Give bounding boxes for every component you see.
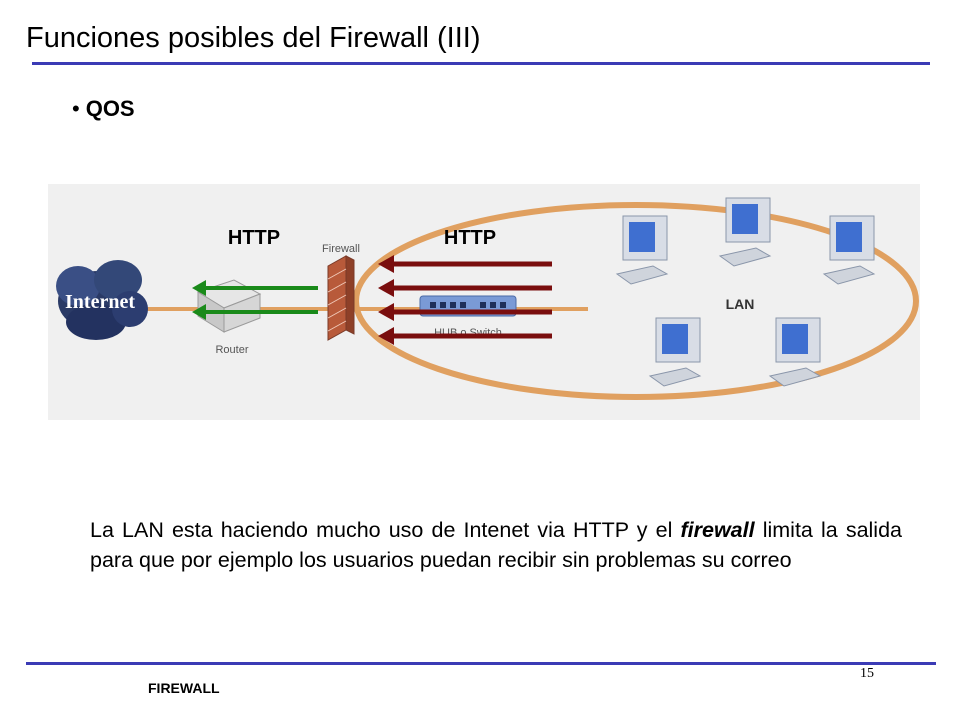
title-divider [32,62,930,65]
bullet-label: QOS [85,96,135,121]
slide-title: Funciones posibles del Firewall (III) [26,22,481,54]
lan-computer-icon [648,317,702,387]
internet-label: Internet [65,291,135,313]
body-text-emphasis: firewall [680,518,755,542]
lan-ring [353,202,919,400]
firewall-label: Firewall [322,243,360,255]
network-diagram-canvas: Internet Router Firewall [56,197,919,400]
allowed-traffic-arrow [192,280,318,296]
lan-computer-icon [822,215,876,285]
outgoing-traffic-arrow [378,327,552,345]
allowed-traffic-arrow [192,304,318,320]
bullet-item-qos: •QOS [72,96,135,122]
page-number: 15 [860,666,874,681]
outgoing-traffic-arrow [378,255,552,273]
lan-computer-icon [768,317,822,387]
footer-label: FIREWALL [148,680,220,696]
network-diagram: Internet Router Firewall [48,184,920,420]
body-text-part2: limita la salida para que por ejemplo lo… [90,518,902,572]
footer-divider [26,662,936,665]
outgoing-traffic-arrow [378,279,552,297]
switch-icon: HUB o Switch [419,295,517,339]
router-label: Router [215,344,248,356]
bullet-dot-icon: • [72,96,80,121]
router-icon: Router [196,279,262,356]
http-label-right: HTTP [444,227,496,249]
lan-computer-icon [615,215,669,285]
lan-computer-icon [718,197,772,267]
lan-label: LAN [726,296,755,312]
internet-cloud-icon: Internet [56,260,148,340]
body-text-part1: La LAN esta haciendo mucho uso de Intene… [90,518,681,542]
firewall-icon: Firewall [322,243,360,341]
http-label-left: HTTP [228,227,280,249]
outgoing-traffic-arrow [378,303,552,321]
slide-body-text: La LAN esta haciendo mucho uso de Intene… [90,515,902,575]
